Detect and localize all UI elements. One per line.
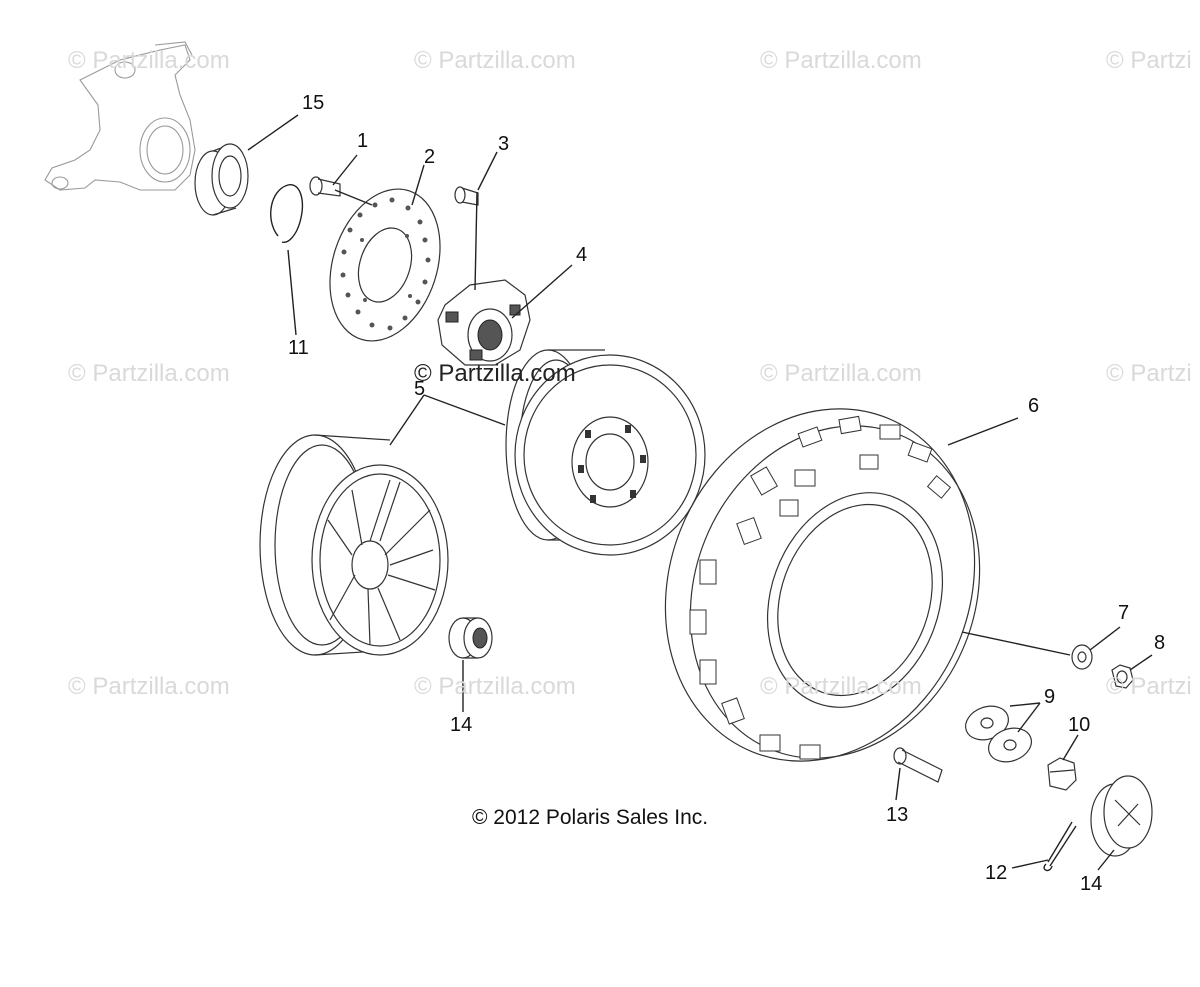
bolt-1 <box>309 176 341 197</box>
watermark: © Partzilla.com <box>68 47 230 74</box>
callout-12: 12 <box>985 862 1008 884</box>
hub-cap-front <box>448 617 493 659</box>
watermark: © Partzilla.com <box>414 47 576 74</box>
nut-8 <box>1111 664 1134 689</box>
watermark: © Partzilla.com <box>414 360 576 387</box>
callout-9: 9 <box>1044 686 1056 708</box>
watermark: © Partzilla.com <box>760 360 922 387</box>
callout-8: 8 <box>1154 632 1166 654</box>
leader-lines <box>247 114 1153 871</box>
copyright-text: © 2012 Polaris Sales Inc. <box>472 806 709 829</box>
tire <box>664 408 981 762</box>
snap-ring <box>270 184 304 243</box>
callout-14: 14 <box>450 714 473 736</box>
bolt-13 <box>893 747 943 783</box>
watermark: © Partzilla.com <box>760 673 922 700</box>
rim-steel <box>505 349 706 556</box>
callout-11: 11 <box>288 337 309 359</box>
callout-15: 15 <box>302 92 325 114</box>
watermark: © Partzilla.com <box>68 360 230 387</box>
callout-14: 14 <box>1080 873 1103 895</box>
callout-2: 2 <box>424 146 436 168</box>
watermark: © Partzilla.com <box>760 47 922 74</box>
callout-3: 3 <box>498 133 510 155</box>
nut-10 <box>1047 757 1077 791</box>
watermark: © Partzi <box>1106 47 1192 74</box>
brake-disc <box>329 188 441 342</box>
hub-cap-rear <box>1090 775 1153 857</box>
rim-spoke <box>259 434 449 656</box>
washers-9 <box>965 705 1032 763</box>
watermark: © Partzilla.com <box>68 673 230 700</box>
callout-4: 4 <box>576 244 588 266</box>
steering-knuckle <box>44 41 196 191</box>
callout-5: 5 <box>414 378 426 400</box>
watermark: © Partzi <box>1106 360 1192 387</box>
wheel-hub <box>437 279 531 366</box>
watermark: © Partzi <box>1106 673 1192 700</box>
washer-7 <box>1071 644 1093 670</box>
callout-1: 1 <box>357 130 369 152</box>
callout-13: 13 <box>886 804 909 826</box>
wheel-stud <box>454 186 479 206</box>
callout-10: 10 <box>1068 714 1091 736</box>
callout-7: 7 <box>1118 602 1130 624</box>
cotter-pin <box>1043 821 1077 872</box>
wheel-bearing <box>194 143 249 216</box>
callout-6: 6 <box>1028 395 1040 417</box>
watermark: © Partzilla.com <box>414 673 576 700</box>
